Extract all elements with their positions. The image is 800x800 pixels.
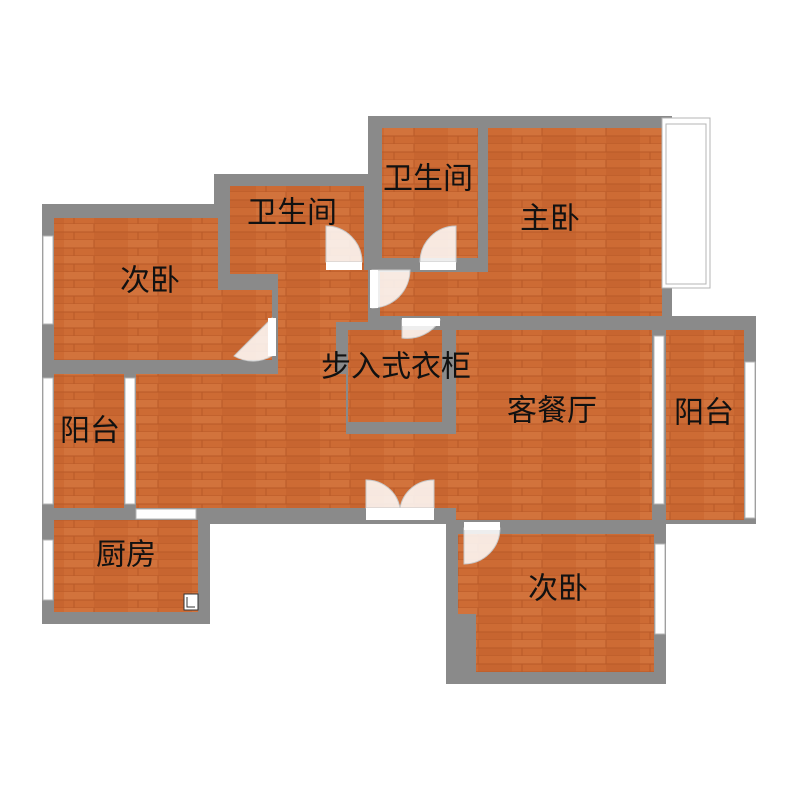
window-bedroom-bottom xyxy=(654,543,666,635)
door-gap-bath-right xyxy=(420,262,456,270)
window-balcony-left-inner xyxy=(124,377,136,505)
window-balcony-left xyxy=(42,377,54,505)
window-bedroom-left xyxy=(42,235,54,325)
door-bedroom-bottom xyxy=(463,527,501,565)
door-entry-left xyxy=(365,479,401,509)
windows xyxy=(42,117,756,635)
floor-kitchen xyxy=(54,520,198,612)
window-kitchen-top xyxy=(135,508,197,520)
label-walk-in-closet: 步入式衣柜 xyxy=(321,350,471,385)
floor-closet-front xyxy=(278,318,336,374)
label-bath-left: 卫生间 xyxy=(247,196,337,231)
floors xyxy=(54,128,744,672)
floor-living-left xyxy=(136,374,346,508)
door-bath-right xyxy=(419,225,457,263)
floor-bedroom-bottom-lower xyxy=(476,612,654,672)
door-gap-master xyxy=(370,270,378,308)
door-gap-closet xyxy=(402,318,440,326)
floor-closet xyxy=(348,330,442,422)
floor-balcony-left xyxy=(54,374,124,508)
label-living-dining: 客餐厅 xyxy=(507,394,597,429)
door-gap-bedroom-left xyxy=(268,318,276,356)
floor-balcony-right xyxy=(666,330,744,520)
label-balcony-left: 阳台 xyxy=(60,414,120,449)
door-gap-bath-left xyxy=(326,262,362,270)
window-balcony-right-inner xyxy=(653,335,665,505)
label-bedroom-left: 次卧 xyxy=(120,264,180,299)
label-kitchen: 厨房 xyxy=(96,538,156,573)
floor-bath-right xyxy=(382,128,478,258)
bay-window-master-inner xyxy=(665,123,707,285)
floor-master xyxy=(488,128,662,316)
doors xyxy=(233,225,501,565)
window-kitchen xyxy=(42,539,54,601)
floor-living-mid xyxy=(336,434,456,508)
label-master-bedroom: 主卧 xyxy=(520,202,580,237)
floor-living-dining xyxy=(456,330,652,520)
floor-corridor xyxy=(278,270,368,322)
door-bath-left xyxy=(325,225,363,263)
label-bath-right: 卫生间 xyxy=(383,162,473,197)
door-gap-bedroom-bottom xyxy=(464,522,500,530)
door-entry-right xyxy=(399,479,435,509)
label-balcony-right: 阳台 xyxy=(674,396,734,431)
window-balcony-right xyxy=(744,361,756,519)
room-labels: 卫生间 卫生间 主卧 次卧 步入式衣柜 客餐厅 阳台 阳台 厨房 次卧 xyxy=(60,162,734,607)
door-gap-entry xyxy=(366,508,434,520)
floor-bedroom-left xyxy=(54,218,218,360)
label-bedroom-bottom: 次卧 xyxy=(528,572,588,607)
door-bedroom-left xyxy=(233,316,273,362)
kitchen-fixture-icon xyxy=(183,593,199,611)
